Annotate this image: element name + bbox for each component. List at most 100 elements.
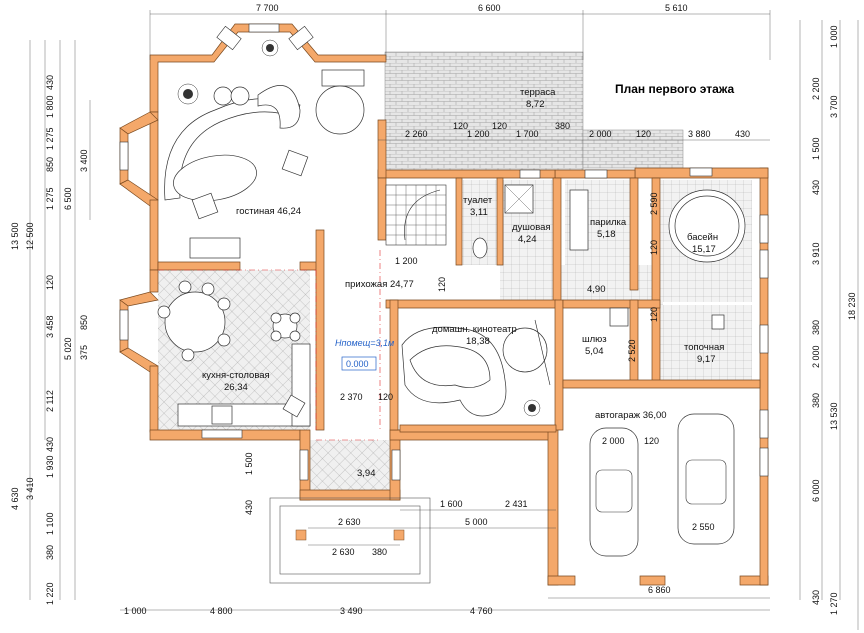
svg-text:1 930: 1 930	[45, 455, 55, 478]
svg-text:430: 430	[811, 180, 821, 195]
svg-text:6 860: 6 860	[648, 585, 671, 595]
svg-text:2 550: 2 550	[692, 522, 715, 532]
corridor-floor	[555, 265, 663, 305]
svg-text:380: 380	[45, 545, 55, 560]
label-airlock: шлюз	[582, 334, 607, 345]
dims-right-fine: 2 200 1 500 430 3 910 380 2 000 380 6 00…	[811, 77, 839, 615]
level-mark-box	[341, 356, 377, 371]
svg-text:1 800: 1 800	[45, 95, 55, 118]
svg-text:4 760: 4 760	[470, 606, 493, 616]
windows	[119, 23, 769, 481]
svg-text:18 230: 18 230	[847, 292, 857, 320]
svg-text:3 400: 3 400	[79, 149, 89, 172]
svg-text:1 200: 1 200	[467, 129, 490, 139]
terrace-floor-ext	[582, 129, 684, 169]
label-pool: басейн	[687, 232, 718, 243]
label-boiler-area: 9,17	[697, 354, 716, 365]
svg-text:2 112: 2 112	[45, 390, 55, 412]
svg-text:4 800: 4 800	[210, 606, 233, 616]
label-toilet-area: 3,11	[470, 207, 488, 218]
svg-text:120: 120	[492, 121, 507, 131]
svg-text:1 275: 1 275	[45, 187, 55, 210]
svg-text:120: 120	[649, 240, 659, 255]
stairs	[385, 184, 447, 246]
level-mark: 0.000	[346, 359, 369, 369]
svg-text:13 530: 13 530	[829, 402, 839, 430]
label-hall-small: 4,90	[587, 284, 606, 295]
dims-bottom: 1 000 4 800 3 490 4 760 6 860	[124, 585, 671, 616]
label-sauna: парилка	[590, 217, 627, 228]
svg-text:1 500: 1 500	[244, 452, 254, 475]
svg-text:2 200: 2 200	[811, 77, 821, 100]
kitchen-furniture	[157, 280, 311, 427]
porch-floor	[308, 440, 390, 495]
svg-text:2 590: 2 590	[649, 192, 659, 215]
svg-text:6 000: 6 000	[811, 479, 821, 502]
svg-text:1 200: 1 200	[395, 256, 418, 266]
svg-text:3 910: 3 910	[811, 242, 821, 265]
dims-top: 7 700 6 600 5 610	[256, 3, 688, 13]
svg-text:13 500: 13 500	[10, 222, 20, 250]
label-kitchen-area: 26,34	[224, 382, 248, 393]
svg-text:5 020: 5 020	[63, 337, 73, 360]
dims-left-mid: 12 500 3 410	[25, 222, 35, 500]
label-living: гостиная 46,24	[236, 206, 301, 217]
svg-text:430: 430	[811, 590, 821, 605]
svg-text:5 000: 5 000	[465, 517, 488, 527]
svg-text:120: 120	[453, 121, 468, 131]
svg-text:5 610: 5 610	[665, 3, 688, 13]
svg-text:1 000: 1 000	[829, 25, 839, 48]
label-cinema-area: 18,38	[466, 336, 490, 347]
label-hall: прихожая 24,77	[345, 279, 414, 290]
svg-text:375: 375	[79, 345, 89, 360]
svg-text:1 100: 1 100	[45, 512, 55, 535]
svg-text:6 600: 6 600	[478, 3, 501, 13]
dims-top-inner: 2 260 120 1 200 120 1 700 380 2 000 120 …	[405, 121, 750, 139]
svg-text:4 630: 4 630	[10, 487, 20, 510]
svg-text:380: 380	[811, 320, 821, 335]
porch-steps	[269, 497, 431, 584]
svg-text:430: 430	[45, 75, 55, 90]
theatre-furniture	[401, 319, 551, 417]
svg-text:120: 120	[644, 436, 659, 446]
axis-lines	[158, 250, 381, 441]
room-labels: терраса 8,72 гостиная 46,24 туалет 3,11 …	[202, 87, 724, 479]
svg-text:2 000: 2 000	[811, 345, 821, 368]
svg-text:2 431: 2 431	[505, 499, 528, 509]
label-terrace: терраса	[520, 87, 556, 98]
dims-left-inner: 6 500 5 020	[63, 187, 73, 360]
svg-text:7 700: 7 700	[256, 3, 279, 13]
svg-text:120: 120	[378, 392, 393, 402]
svg-text:120: 120	[45, 275, 55, 290]
svg-text:1 600: 1 600	[440, 499, 463, 509]
terrace-floor	[384, 51, 584, 171]
label-boiler: топочная	[684, 342, 724, 353]
svg-text:2 520: 2 520	[627, 339, 637, 362]
interior-walls	[157, 177, 761, 433]
label-shower: душовая	[512, 222, 551, 233]
svg-text:120: 120	[636, 129, 651, 139]
svg-text:3 458: 3 458	[45, 315, 55, 338]
svg-text:3 410: 3 410	[25, 477, 35, 500]
height-note: Hпомещ=3,1м	[335, 338, 394, 348]
label-sauna-area: 5,18	[597, 229, 616, 240]
label-cinema: домашн. кинотеатр	[432, 324, 517, 335]
svg-text:12 500: 12 500	[25, 222, 35, 250]
svg-text:850: 850	[79, 315, 89, 330]
label-terrace-area: 8,72	[526, 99, 545, 110]
dims-right-outer: 18 230 13 530	[829, 292, 857, 430]
svg-text:380: 380	[372, 547, 387, 557]
svg-text:1 270: 1 270	[829, 592, 839, 615]
svg-text:430: 430	[244, 500, 254, 515]
dimension-lines	[29, 10, 859, 630]
label-pool-area: 15,17	[692, 244, 716, 255]
garage-cars	[589, 413, 735, 557]
svg-text:1 220: 1 220	[45, 582, 55, 605]
dims-right-mid: 1 000 3 700	[829, 25, 839, 118]
label-garage: автогараж 36,00	[595, 410, 667, 421]
svg-text:1 700: 1 700	[516, 129, 539, 139]
svg-text:1 500: 1 500	[811, 137, 821, 160]
label-porch-area: 3,94	[357, 468, 376, 479]
svg-text:850: 850	[45, 157, 55, 172]
